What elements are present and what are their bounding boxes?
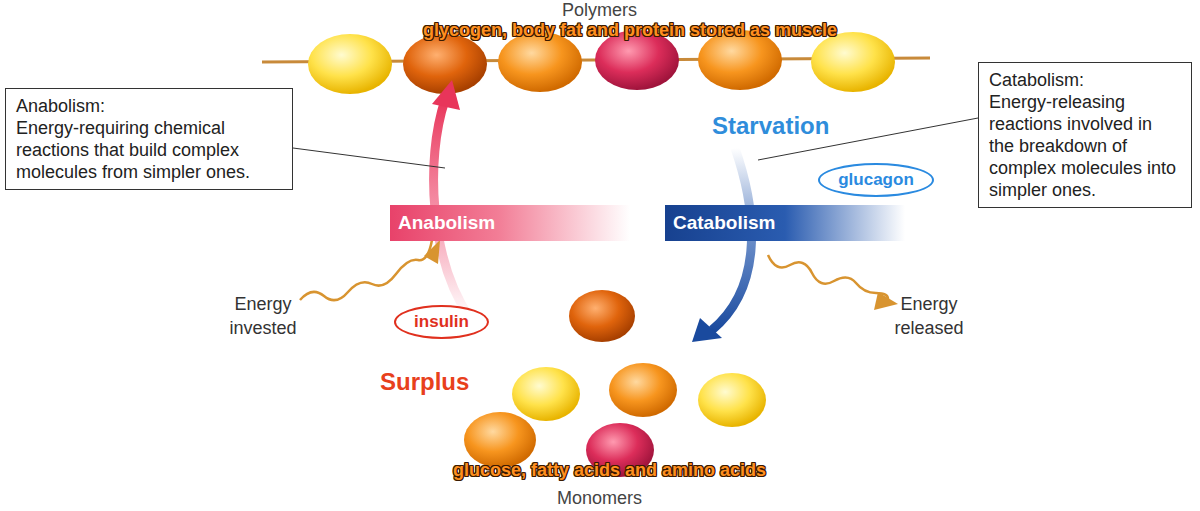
callout-heading: Catabolism: xyxy=(989,69,1181,91)
node-text: insulin xyxy=(412,312,471,332)
hormone-ellipse: insulin xyxy=(394,305,489,339)
energy-label: Energy released xyxy=(888,292,970,340)
node-text: glucagon xyxy=(836,170,916,190)
node-text: Anabolism xyxy=(398,212,495,234)
hormone-ellipse: glucagon xyxy=(818,163,934,197)
callout-box: Anabolism:Energy-requiring chemical reac… xyxy=(5,88,293,190)
process-band: Anabolism xyxy=(390,205,630,241)
overlay-caption: glucose, fatty acids and amino acids xyxy=(453,460,766,481)
state-label: Starvation xyxy=(712,112,829,140)
callout-body: Energy-requiring chemical reactions that… xyxy=(16,117,282,183)
callout-heading: Anabolism: xyxy=(16,95,282,117)
section-label: Monomers xyxy=(557,488,642,509)
state-label: Surplus xyxy=(380,368,469,396)
energy-label: Energy invested xyxy=(222,292,304,340)
callout-box: Catabolism:Energy-releasing reactions in… xyxy=(978,62,1192,208)
overlay-caption: glycogen, body fat and protein stored as… xyxy=(423,20,837,41)
callout-body: Energy-releasing reactions involved in t… xyxy=(989,91,1181,201)
node-text: Catabolism xyxy=(673,212,775,234)
process-band: Catabolism xyxy=(665,205,905,241)
section-label: Polymers xyxy=(562,0,637,21)
